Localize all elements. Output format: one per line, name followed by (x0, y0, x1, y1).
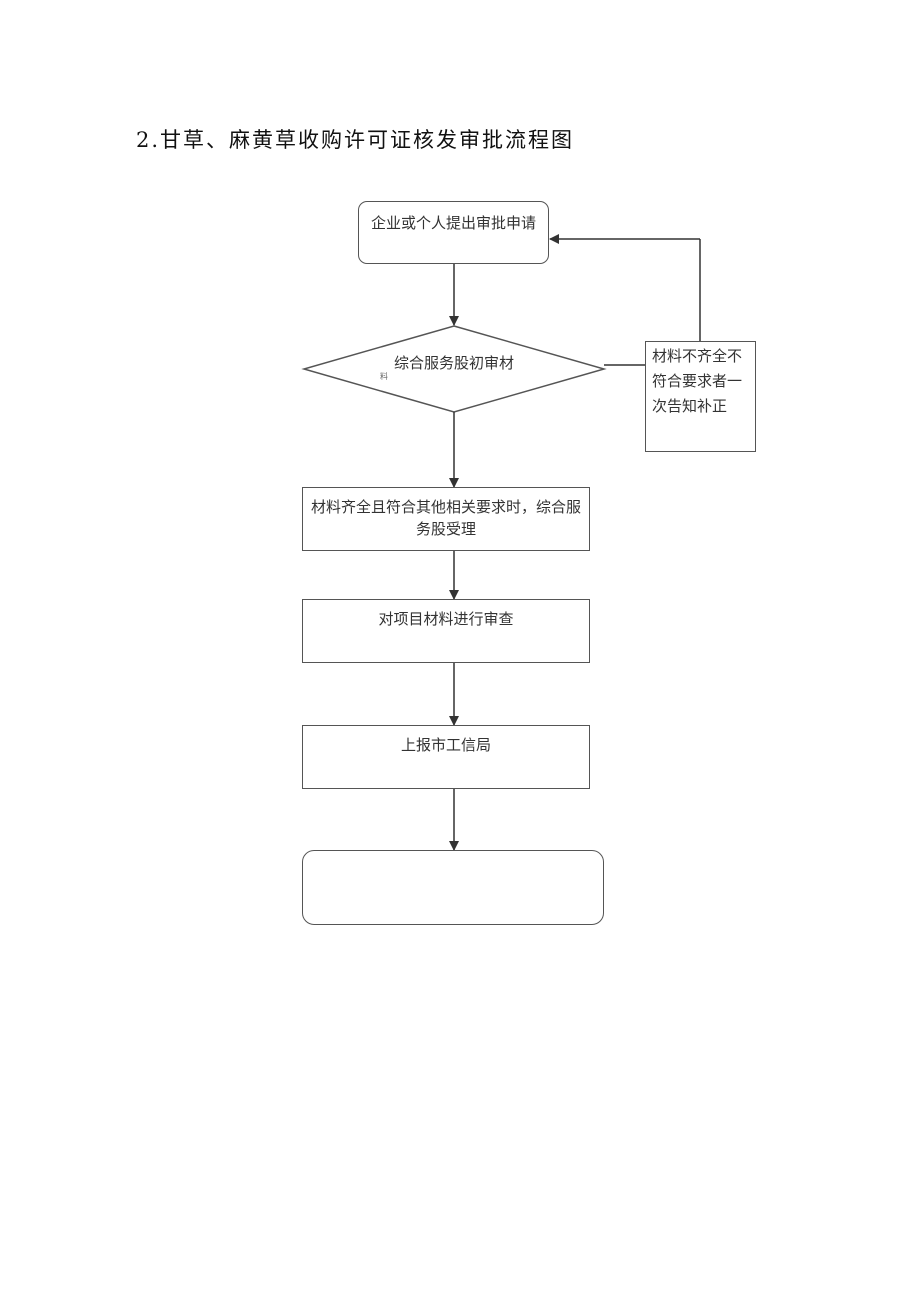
start-node: 企业或个人提出审批申请 (358, 201, 549, 264)
side-note-node: 材料不齐全不符合要求者一次告知补正 (645, 341, 756, 452)
examine-node: 对项目材料进行审查 (302, 599, 590, 663)
accept-node: 材料齐全且符合其他相关要求时，综合服务股受理 (302, 487, 590, 551)
page-title: 2.甘草、麻黄草收购许可证核发审批流程图 (136, 128, 575, 152)
examine-node-label: 对项目材料进行审查 (378, 610, 514, 628)
start-node-label: 企业或个人提出审批申请 (370, 214, 536, 232)
end-node (302, 850, 604, 925)
review-node-text: 综合服务股初审材 (393, 354, 514, 372)
review-node-suffix: 料 (380, 372, 388, 381)
report-node: 上报市工信局 (302, 725, 590, 789)
report-node-label: 上报市工信局 (400, 736, 491, 754)
review-node-label: 综合服务股初审材 (364, 352, 544, 374)
accept-node-label: 材料齐全且符合其他相关要求时，综合服务股受理 (310, 498, 581, 538)
side-note-label: 材料不齐全不符合要求者一次告知补正 (652, 347, 743, 415)
